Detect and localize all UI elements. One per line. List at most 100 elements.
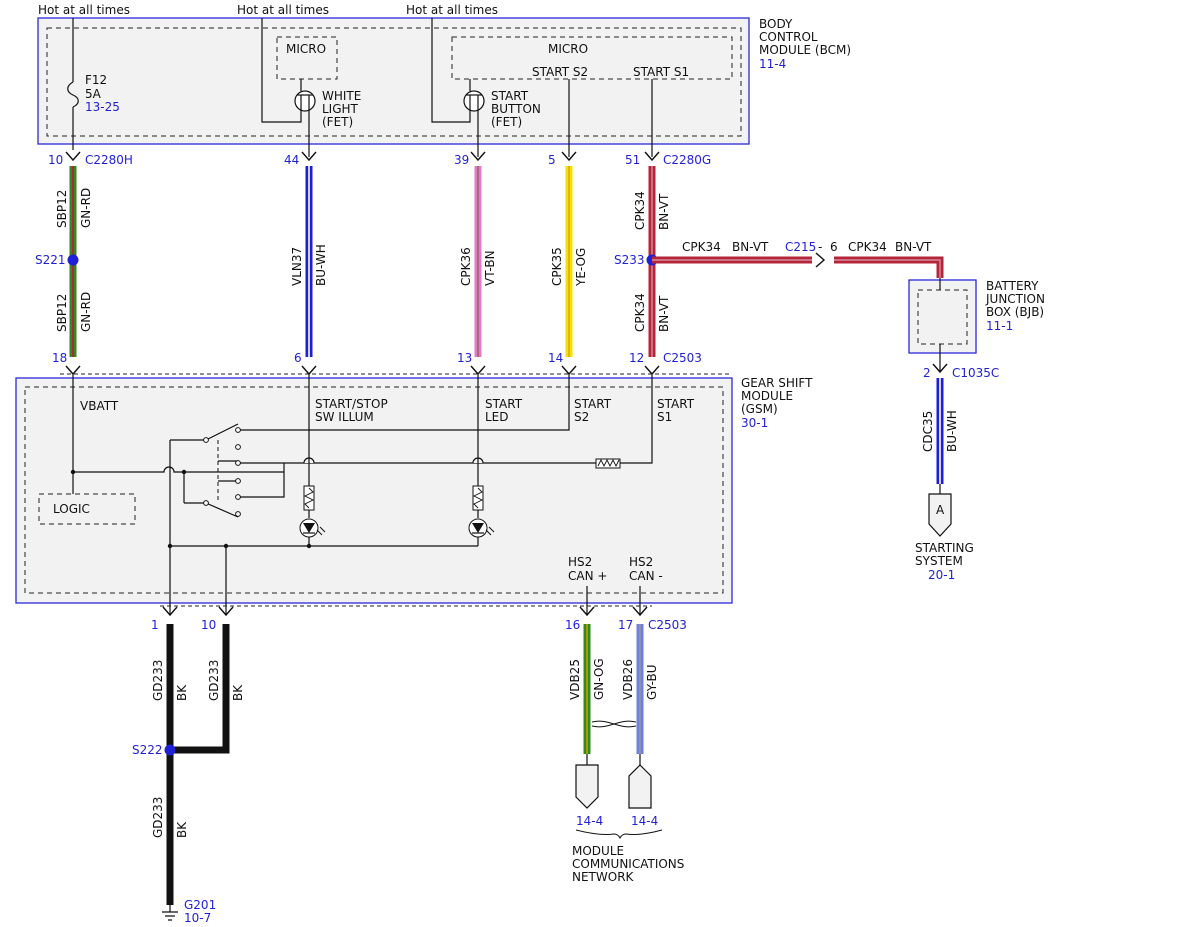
splice-s221-label: S221 (35, 253, 66, 267)
starting-system-label-2: SYSTEM (915, 554, 963, 568)
starting-system-connector-icon[interactable] (928, 493, 952, 537)
wire-sbp12-bot-color: GN-RD (79, 292, 93, 332)
connector-c2503-top[interactable]: C2503 (663, 351, 702, 365)
pin-bcm-10: 10 (48, 153, 63, 167)
splice-s221-icon (67, 254, 79, 266)
gsm-switch-terminal-5 (235, 494, 241, 500)
pin-arrow-17 (632, 606, 648, 617)
bcm-ref-link[interactable]: 11-4 (759, 57, 786, 71)
gsm-module-box (15, 377, 733, 604)
bjb-internal-boundary (917, 289, 968, 345)
start-button-label-3: (FET) (491, 115, 522, 129)
network-connector-left-icon[interactable] (575, 764, 599, 809)
connector-c2280h[interactable]: C2280H (85, 153, 133, 167)
pin-gsm-13: 13 (457, 351, 472, 365)
wire-sbp12-bot-circuit: SBP12 (55, 294, 69, 332)
pin-gsm-10: 10 (201, 618, 216, 632)
gsm-start-led-label-1: START (485, 397, 523, 411)
pin-bjb-2: 2 (923, 366, 931, 380)
network-ref-left-link[interactable]: 14-4 (576, 814, 603, 828)
connector-c1035c[interactable]: C1035C (952, 366, 999, 380)
bcm-internal-boundary (46, 27, 742, 137)
wire-gd233-1-circuit: GD233 (151, 660, 165, 701)
connector-c2280g[interactable]: C2280G (663, 153, 711, 167)
wire-gd233-2-circuit: GD233 (207, 660, 221, 701)
splice-s222-icon (164, 744, 176, 756)
wire-cpk35-color: YE-OG (574, 248, 588, 287)
wire-cdc35-color: BU-WH (945, 410, 959, 452)
starting-system-label-1: STARTING (915, 541, 974, 555)
wire-cpk34-bot-circuit: CPK34 (633, 293, 647, 332)
gsm-start-led-label-2: LED (485, 410, 509, 424)
pin-gsm-14: 14 (548, 351, 563, 365)
fuse-ref-link[interactable]: 13-25 (85, 100, 120, 114)
start-button-label-1: START (491, 89, 529, 103)
pin-arrow-44 (301, 151, 317, 162)
wire-cpk34-h1-color: BN-VT (732, 240, 769, 254)
starting-system-ref-link[interactable]: 20-1 (928, 568, 955, 582)
splice-s233-label: S233 (614, 253, 645, 267)
pin-gsm-1: 1 (151, 618, 159, 632)
gsm-start-s1-label-1: START (657, 397, 695, 411)
gsm-title-3: (GSM) (741, 402, 778, 416)
pin-arrow-5 (561, 151, 577, 162)
wire-gd233-1-color: BK (175, 684, 189, 701)
pin-gsm-18: 18 (52, 351, 67, 365)
network-connector-right-icon[interactable] (628, 764, 652, 809)
bjb-title-3: BOX (BJB) (986, 305, 1044, 319)
gsm-logic-box (38, 493, 136, 525)
bcm-start-s2-label: START S2 (532, 65, 588, 79)
gsm-start-stop-label-1: START/STOP (315, 397, 388, 411)
gsm-switch-terminal-2 (235, 444, 241, 450)
wire-vdb26-color: GY-BU (645, 664, 659, 700)
network-label-3: NETWORK (572, 870, 635, 884)
wire-cpk34-horizontal-2 (834, 256, 944, 278)
fuse-f12-symbol (67, 81, 79, 108)
ground-icon (162, 911, 178, 921)
pin-arrow-1 (162, 606, 178, 617)
gsm-can-plus-label-1: HS2 (568, 555, 592, 569)
bcm-title-2: CONTROL (759, 30, 818, 44)
pin-arrow-16 (579, 606, 595, 617)
pin-gsm-17: 17 (618, 618, 633, 632)
pin-c215-left: - (818, 240, 822, 254)
fuse-name: F12 (85, 73, 107, 87)
wire-vln37-circuit: VLN37 (290, 247, 304, 286)
gsm-vbatt-label: VBATT (80, 399, 119, 413)
gsm-ref-link[interactable]: 30-1 (741, 416, 768, 430)
gsm-can-plus-label-2: CAN + (568, 569, 607, 583)
bcm-title-3: MODULE (BCM) (759, 43, 851, 57)
connector-c215[interactable]: C215 (785, 240, 816, 254)
bjb-title-1: BATTERY (986, 279, 1039, 293)
gsm-start-led-resistor-zigzag (472, 487, 484, 509)
pin-arrow-gsm-10 (218, 606, 234, 617)
gsm-switch-pivot-2 (203, 500, 209, 506)
wire-cpk34-h2-circuit: CPK34 (848, 240, 887, 254)
pin-bcm-5: 5 (548, 153, 556, 167)
ground-ref-link[interactable]: 10-7 (184, 911, 211, 925)
wire-vdb25-color: GN-OG (592, 658, 606, 700)
connector-c215-arrow (815, 252, 826, 268)
gsm-switch-junction (181, 469, 187, 475)
gsm-start-s2-label-2: S2 (574, 410, 589, 424)
pin-arrow-bjb-2 (932, 363, 948, 374)
wire-cpk34-top-circuit: CPK34 (633, 191, 647, 230)
gsm-switch-contact-2 (205, 502, 239, 518)
white-light-fet-icon (294, 90, 316, 112)
network-ref-right-link[interactable]: 14-4 (631, 814, 658, 828)
gsm-start-stop-label-2: SW ILLUM (315, 410, 374, 424)
gsm-vbatt-bus (73, 466, 284, 473)
pin-arrow-10 (65, 151, 81, 162)
bcm-title-1: BODY (759, 17, 793, 31)
wire-cpk34-h1-circuit: CPK34 (682, 240, 721, 254)
pin-bcm-51: 51 (625, 153, 640, 167)
gsm-start-s2-label-1: START (574, 397, 612, 411)
gsm-title-2: MODULE (741, 389, 793, 403)
pin-arrow-18 (65, 365, 81, 376)
connector-c2503-bottom[interactable]: C2503 (648, 618, 687, 632)
gsm-switch-terminal-3 (235, 460, 241, 466)
bjb-ref-link[interactable]: 11-1 (986, 319, 1013, 333)
gsm-illum-resistor-zigzag (303, 487, 315, 509)
bcm-module-box (37, 17, 750, 145)
